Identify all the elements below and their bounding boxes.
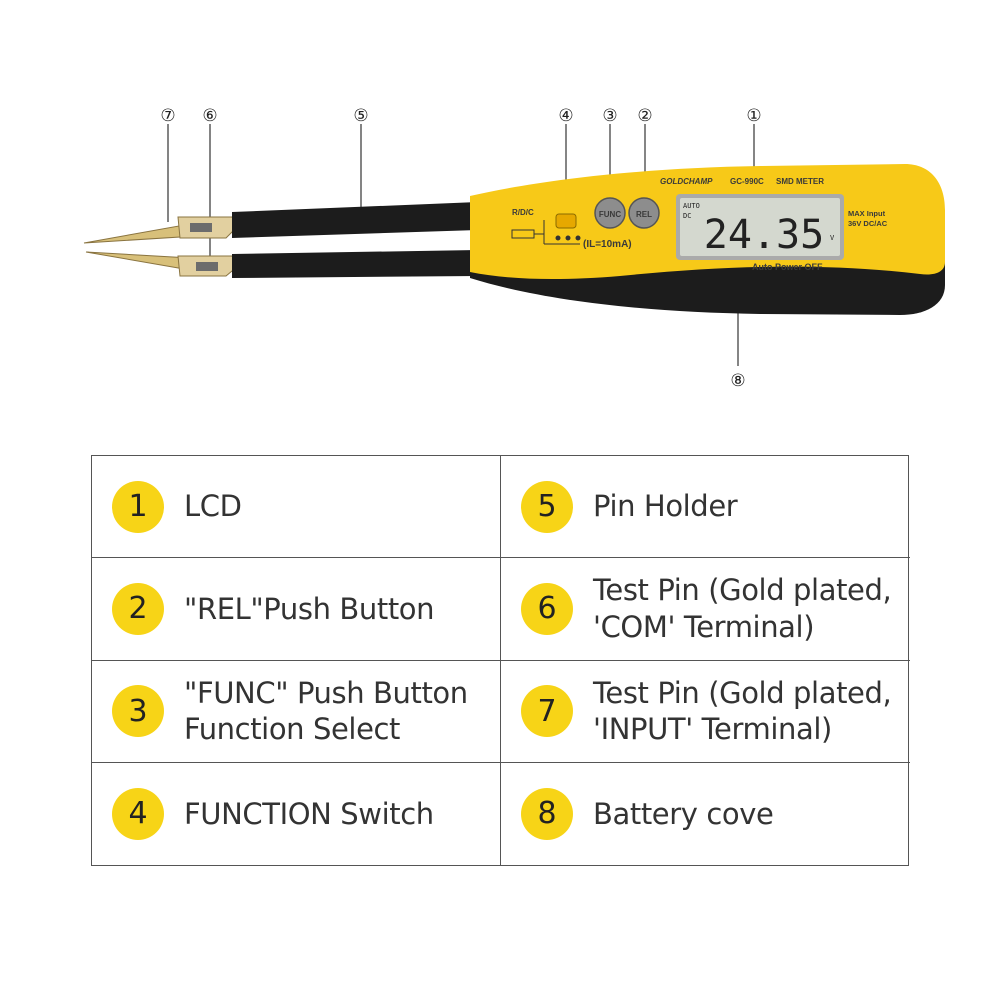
test-pins: [83, 216, 239, 277]
legend-cell-2: 2 "REL"Push Button: [92, 558, 501, 661]
legend-number-badge: 5: [521, 480, 573, 533]
max-input-line-2: 36V DC/AC: [848, 219, 888, 228]
legend-label: Test Pin (Gold plated, 'COM' Terminal): [593, 573, 892, 644]
switch-diagram: [511, 220, 581, 245]
legend-number-badge: 3: [112, 685, 164, 738]
legend-label: Test Pin (Gold plated, 'INPUT' Terminal): [593, 675, 892, 747]
rel-button-label: REL: [636, 210, 652, 219]
callout-2: ②: [637, 106, 652, 126]
legend-cell-1: 1 LCD: [92, 456, 501, 559]
legend-label: Battery cove: [593, 796, 774, 831]
callout-8: ⑧: [730, 371, 745, 391]
lcd-mode-auto: AUTO: [683, 202, 700, 210]
legend-number-badge: 2: [112, 582, 164, 635]
auto-power-label: Auto Power OFF: [752, 262, 823, 272]
legend-number-badge: 7: [521, 685, 573, 738]
callout-4: ④: [558, 106, 573, 126]
legend-cell-8: 8 Battery cove: [501, 763, 910, 865]
current-label: (IL=10mA): [583, 239, 632, 250]
legend-number-badge: 4: [112, 787, 164, 840]
leader-lines: [167, 124, 755, 366]
brand-label: GOLDCHAMP: [660, 177, 713, 186]
callout-1: ①: [746, 106, 761, 126]
legend-number-badge: 8: [521, 787, 573, 840]
legend-label: FUNCTION Switch: [184, 796, 434, 831]
lcd-unit: V: [830, 234, 835, 242]
func-button[interactable]: [594, 197, 626, 229]
callout-7: ⑦: [160, 106, 175, 126]
function-switch[interactable]: [555, 213, 577, 229]
legend-cell-6: 6 Test Pin (Gold plated, 'COM' Terminal): [501, 558, 910, 661]
rel-button[interactable]: [628, 197, 660, 229]
legend-label: Pin Holder: [593, 489, 738, 524]
pin-holder: [232, 202, 478, 278]
legend-cell-3: 3 "FUNC" Push Button Function Select: [92, 660, 501, 763]
parts-legend-table: 1 LCD 5 Pin Holder 2 "REL"Push Button 6 …: [91, 455, 910, 866]
lcd-mode-dc: DC: [683, 212, 691, 220]
legend-cell-5: 5 Pin Holder: [501, 456, 910, 559]
lcd-reading: 24.35: [704, 212, 824, 258]
callout-6: ⑥: [202, 106, 217, 126]
legend-cell-7: 7 Test Pin (Gold plated, 'INPUT' Termina…: [501, 661, 910, 763]
func-button-label: FUNC: [599, 210, 621, 219]
product-label: SMD METER: [776, 177, 824, 186]
legend-cell-4: 4 FUNCTION Switch: [92, 762, 501, 865]
callout-5: ⑤: [353, 106, 368, 126]
legend-number-badge: 1: [112, 480, 164, 533]
switch-label: R/D/C: [512, 208, 534, 217]
legend-number-badge: 6: [521, 582, 573, 635]
legend-label: "FUNC" Push Button Function Select: [184, 675, 468, 747]
legend-label: LCD: [184, 489, 242, 524]
legend-label: "REL"Push Button: [184, 591, 435, 626]
callout-3: ③: [602, 106, 617, 126]
lcd: [680, 198, 840, 256]
meter-body: [470, 164, 945, 315]
max-input-line-1: MAX Input: [848, 209, 886, 218]
model-label: GC-990C: [730, 177, 764, 186]
smd-meter-diagram: FUNC REL R/D/C (IL=10mA) GOLDCHAMP GC-99…: [83, 106, 945, 391]
